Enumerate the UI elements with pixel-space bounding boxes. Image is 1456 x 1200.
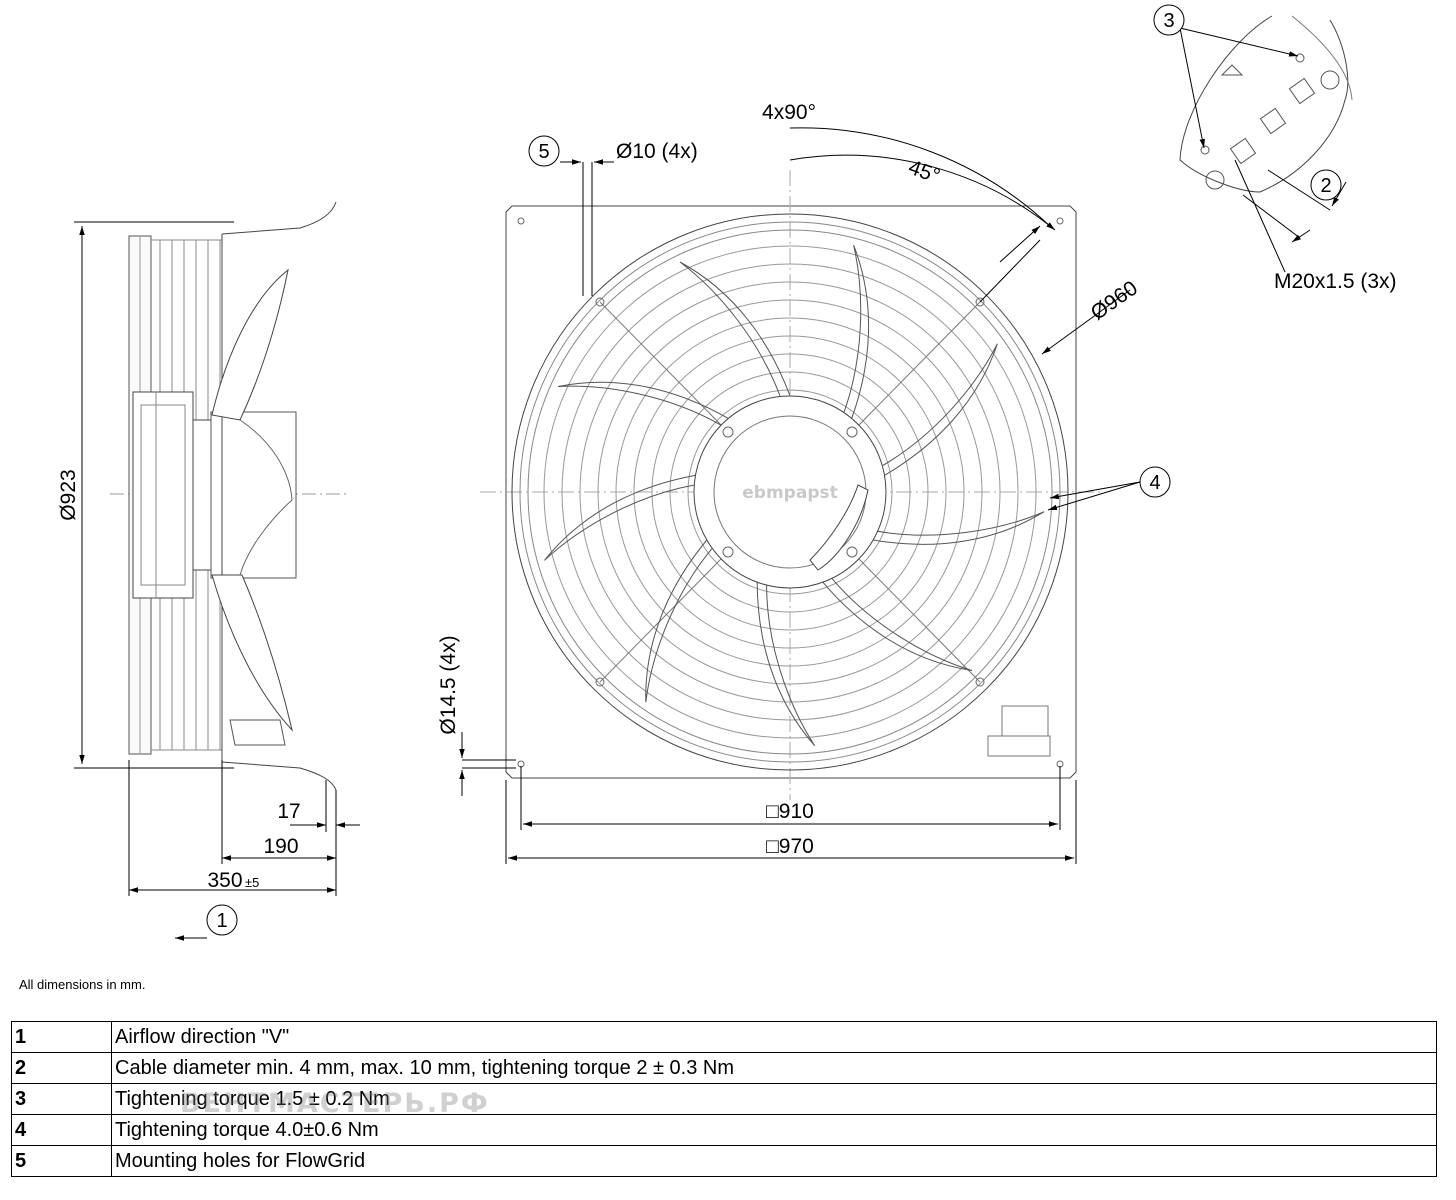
front-view-dimensions	[459, 127, 1141, 864]
front-diameter-label: Ø960	[1087, 277, 1142, 325]
callout-2: 2	[1310, 169, 1342, 201]
legend-number: 5	[11, 1145, 112, 1177]
detail-thread-label: M20x1.5 (3x)	[1274, 270, 1397, 293]
front-view	[480, 170, 1100, 800]
technical-drawing: Ø923 17 190 350 ±5 1	[57, 4, 1397, 941]
front-910-label: □910	[766, 800, 814, 823]
legend-row: 3 Tightening torque 1.5 ± 0.2 Nm	[11, 1083, 1437, 1115]
legend-text: Cable diameter min. 4 mm, max. 10 mm, ti…	[111, 1052, 1437, 1084]
brand-logo: ebmpapst	[742, 483, 837, 503]
side-view-dimensions	[74, 221, 360, 941]
callout-1: 1	[206, 904, 238, 936]
side-diameter-label: Ø923	[57, 469, 80, 520]
front-970-label: □970	[766, 835, 814, 858]
svg-text:2: 2	[1320, 175, 1331, 197]
legend-row: 4 Tightening torque 4.0±0.6 Nm	[11, 1114, 1437, 1146]
callout-3: 3	[1153, 4, 1185, 36]
watermark: ВЕНТМАСТЕРЬ.РФ	[180, 1088, 490, 1119]
svg-text:4: 4	[1149, 472, 1160, 494]
legend-number: 1	[11, 1021, 112, 1053]
legend-text: Tightening torque 1.5 ± 0.2 Nm	[111, 1083, 1437, 1115]
legend-row: 1 Airflow direction "V"	[11, 1021, 1437, 1053]
legend-text: Airflow direction "V"	[111, 1021, 1437, 1053]
legend-table: 1 Airflow direction "V" 2 Cable diameter…	[11, 1021, 1437, 1177]
legend-row: 5 Mounting holes for FlowGrid	[11, 1145, 1437, 1177]
side-350-tolerance: ±5	[245, 875, 259, 890]
legend-number: 4	[11, 1114, 112, 1146]
svg-text:1: 1	[216, 910, 227, 932]
side-190-label: 190	[263, 835, 298, 858]
units-note: All dimensions in mm.	[19, 977, 146, 992]
front-hole-large-label: Ø14.5 (4x)	[437, 635, 460, 734]
legend-text: Mounting holes for FlowGrid	[111, 1145, 1437, 1177]
svg-text:5: 5	[538, 141, 549, 163]
callout-5: 5	[528, 135, 560, 167]
legend-row: 2 Cable diameter min. 4 mm, max. 10 mm, …	[11, 1052, 1437, 1084]
side-view	[110, 201, 350, 791]
legend-text: Tightening torque 4.0±0.6 Nm	[111, 1114, 1437, 1146]
callout-4: 4	[1139, 466, 1171, 498]
legend-number: 3	[11, 1083, 112, 1115]
front-angle-45-label: 45°	[905, 156, 943, 188]
detail-view	[1179, 15, 1353, 273]
front-angle-total-label: 4x90°	[762, 101, 816, 124]
legend-number: 2	[11, 1052, 112, 1084]
svg-text:3: 3	[1163, 10, 1174, 32]
front-hole-small-label: Ø10 (4x)	[616, 140, 698, 163]
side-350-label: 350	[207, 869, 242, 892]
side-flange-label: 17	[277, 800, 300, 823]
